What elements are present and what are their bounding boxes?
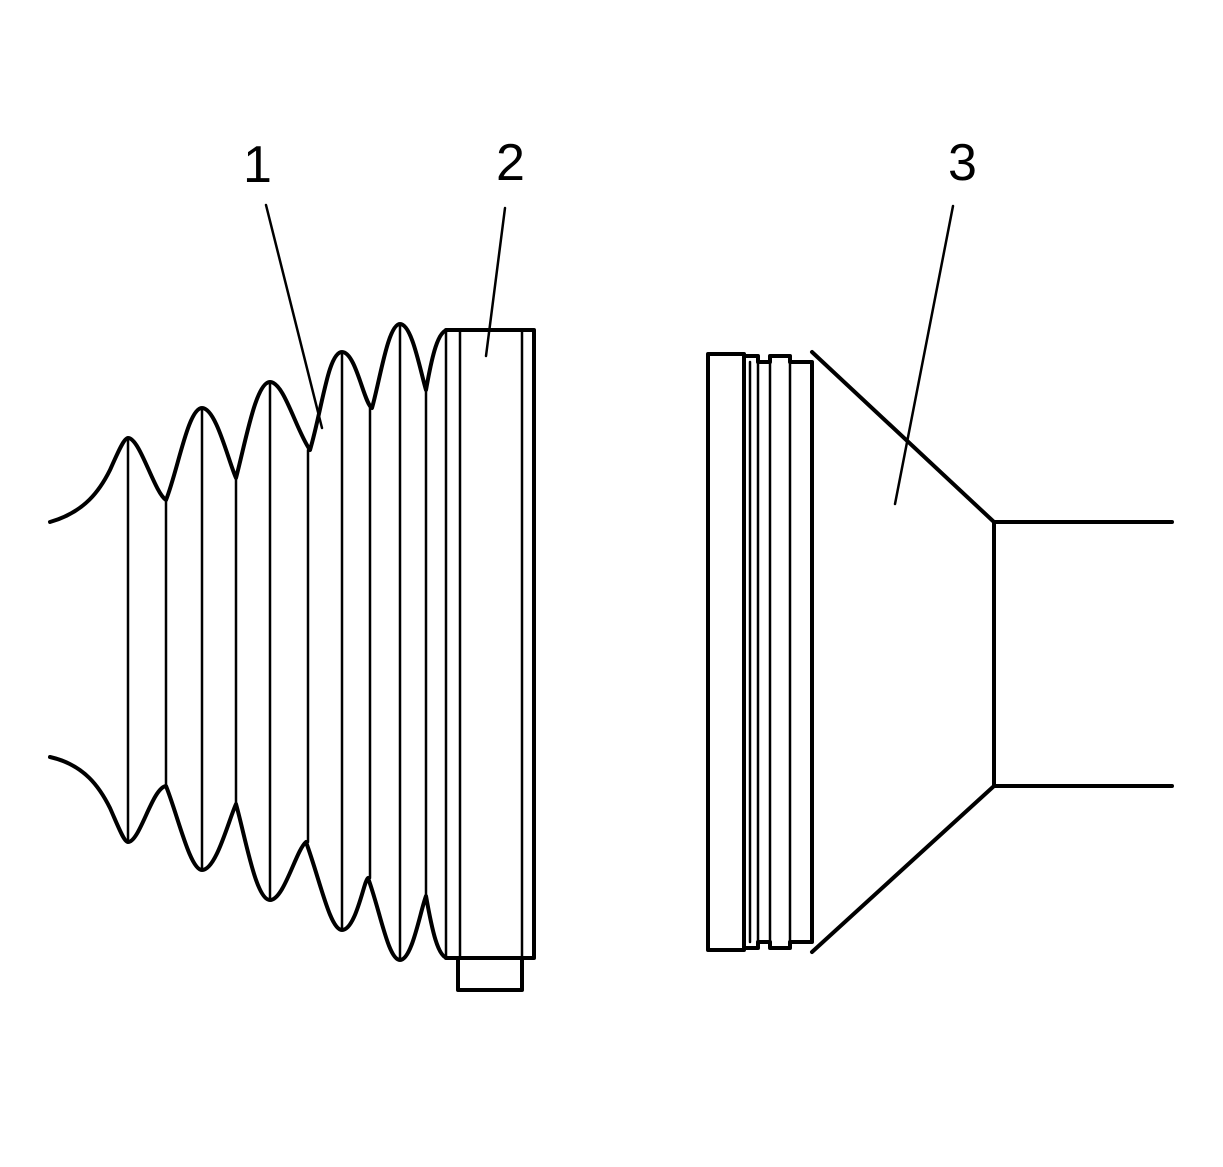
housing-rim — [706, 352, 746, 952]
joint-housing — [706, 350, 1174, 954]
boot-lower-outline — [48, 755, 450, 962]
callout-1: 1 — [243, 136, 324, 430]
housing-taper — [810, 350, 996, 954]
callout-1-label: 1 — [243, 136, 272, 194]
callout-1-leader — [264, 203, 324, 430]
boot-clamp — [444, 328, 536, 992]
callout-2-label: 2 — [496, 134, 525, 192]
callout-3-leader — [893, 204, 955, 506]
callout-2-leader — [484, 206, 507, 358]
callout-3: 3 — [893, 134, 977, 506]
clamp-tab — [456, 956, 524, 992]
boot-upper-outline — [48, 322, 450, 524]
callout-3-label: 3 — [948, 134, 977, 192]
boot-bellows — [48, 322, 450, 962]
housing-groove-bands — [742, 354, 814, 950]
callout-2: 2 — [484, 134, 525, 358]
